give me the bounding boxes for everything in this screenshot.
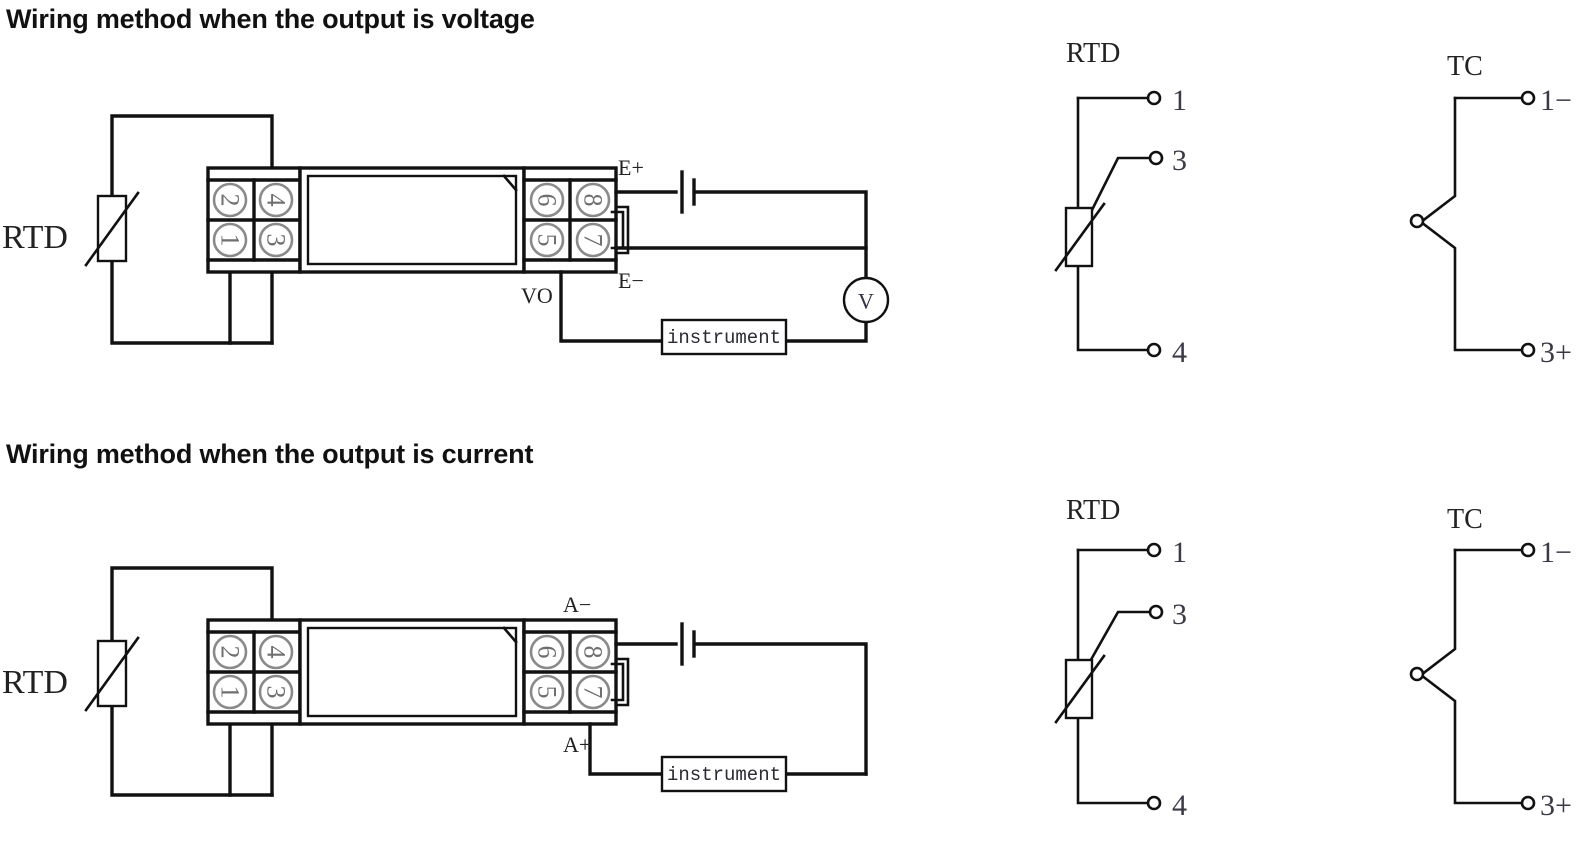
section-title-voltage: Wiring method when the output is voltage <box>6 4 535 34</box>
terminal-6-voltage[interactable]: 6 <box>529 182 565 218</box>
rtd-pin-4-bottom: 4 <box>1172 789 1187 822</box>
terminal-5-number: 5 <box>533 686 562 699</box>
terminal-jumper-current <box>610 657 630 707</box>
rtd-terminal-node-1-top[interactable] <box>1146 90 1162 106</box>
rtd-terminal-node-3-bottom[interactable] <box>1148 604 1164 620</box>
voltmeter-voltage: V <box>842 276 890 324</box>
terminal-1-number: 1 <box>216 234 245 247</box>
rtd-left-wiring-voltage <box>110 114 274 345</box>
supply-positive-label-current: A+ <box>563 732 591 757</box>
terminal-7-number: 7 <box>579 234 608 247</box>
section-title-current: Wiring method when the output is current <box>6 439 534 469</box>
terminal-8-number: 8 <box>579 194 608 207</box>
terminal-1-current[interactable]: 1 <box>212 674 248 710</box>
tc-pin-1-bottom: 1− <box>1540 536 1572 569</box>
tc-junction-node-top[interactable] <box>1409 213 1425 229</box>
terminal-6-number: 6 <box>533 194 562 207</box>
terminal-3-number: 3 <box>262 234 291 247</box>
left-terminal-group-current: 2 4 1 3 <box>212 634 294 710</box>
tc-pin-3-bottom: 3+ <box>1540 789 1572 822</box>
rtd-sensor-diagram-top: RTD 1 3 4 <box>1054 38 1187 369</box>
instrument-label-voltage: instrument <box>667 327 781 349</box>
terminal-7-voltage[interactable]: 7 <box>575 222 611 258</box>
tc-terminal-node-3-top[interactable] <box>1520 342 1536 358</box>
output-wiring-current <box>588 622 868 776</box>
terminal-7-current[interactable]: 7 <box>575 674 611 710</box>
rtd-label-voltage: RTD <box>2 219 68 256</box>
instrument-label-current: instrument <box>667 764 781 786</box>
terminal-4-current[interactable]: 4 <box>258 634 294 670</box>
right-terminal-group-current: 6 8 5 7 <box>529 634 611 710</box>
rtd-terminal-node-3-top[interactable] <box>1148 150 1164 166</box>
rtd-left-wiring-current <box>110 566 274 797</box>
rtd-label-current: RTD <box>2 664 68 701</box>
tc-junction-node-bottom[interactable] <box>1409 666 1425 682</box>
tc-pin-1-top: 1− <box>1540 84 1572 117</box>
instrument-box-voltage: instrument <box>660 318 788 356</box>
tc-sensor-diagram-top: TC 1− 3+ <box>1409 51 1572 369</box>
terminal-5-voltage[interactable]: 5 <box>529 222 565 258</box>
tc-terminal-node-1-bottom[interactable] <box>1520 542 1536 558</box>
tc-sensor-title-top: TC <box>1447 51 1483 82</box>
rtd-pin-4-top: 4 <box>1172 336 1187 369</box>
supply-positive-label-voltage: E+ <box>618 155 644 180</box>
transmitter-body-current <box>206 618 618 726</box>
terminal-2-voltage[interactable]: 2 <box>212 182 248 218</box>
terminal-8-voltage[interactable]: 8 <box>575 182 611 218</box>
rtd-resistor-symbol-current <box>84 636 140 712</box>
section-voltage-diagram: RTD <box>2 114 890 356</box>
terminal-5-current[interactable]: 5 <box>529 674 565 710</box>
rtd-pin-3-bottom: 3 <box>1172 598 1187 631</box>
right-terminal-group-voltage: 6 8 5 7 <box>529 182 611 258</box>
terminal-2-current[interactable]: 2 <box>212 634 248 670</box>
rtd-terminal-node-1-bottom[interactable] <box>1146 542 1162 558</box>
rtd-pin-3-top: 3 <box>1172 144 1187 177</box>
terminal-6-current[interactable]: 6 <box>529 634 565 670</box>
terminal-jumper-voltage <box>610 205 630 255</box>
terminal-5-number: 5 <box>533 234 562 247</box>
rtd-sensor-diagram-bottom: RTD 1 3 4 <box>1054 495 1187 822</box>
transmitter-body-voltage <box>206 166 618 274</box>
terminal-4-number: 4 <box>262 646 291 659</box>
supply-negative-label-voltage: E− <box>618 268 644 293</box>
rtd-terminal-node-4-bottom[interactable] <box>1146 795 1162 811</box>
rtd-terminal-node-4-top[interactable] <box>1146 342 1162 358</box>
terminal-2-number: 2 <box>216 646 245 659</box>
left-terminal-group-voltage: 2 4 1 3 <box>212 182 294 258</box>
rtd-resistor-symbol-voltage <box>84 191 140 267</box>
voltmeter-label: V <box>858 289 874 314</box>
terminal-7-number: 7 <box>579 686 608 699</box>
terminal-3-number: 3 <box>262 686 291 699</box>
terminal-4-voltage[interactable]: 4 <box>258 182 294 218</box>
terminal-8-number: 8 <box>579 646 608 659</box>
terminal-1-voltage[interactable]: 1 <box>212 222 248 258</box>
battery-symbol-voltage <box>680 170 696 214</box>
terminal-2-number: 2 <box>216 194 245 207</box>
terminal-1-number: 1 <box>216 686 245 699</box>
terminal-3-current[interactable]: 3 <box>258 674 294 710</box>
terminal-3-voltage[interactable]: 3 <box>258 222 294 258</box>
tc-terminal-node-3-bottom[interactable] <box>1520 795 1536 811</box>
tc-pin-3-top: 3+ <box>1540 336 1572 369</box>
tc-sensor-diagram-bottom: TC 1− 3+ <box>1409 504 1572 822</box>
rtd-pin-1-top: 1 <box>1172 84 1187 117</box>
output-label-voltage: VO <box>521 283 553 308</box>
rtd-pin-1-bottom: 1 <box>1172 536 1187 569</box>
terminal-4-number: 4 <box>262 194 291 207</box>
instrument-box-current: instrument <box>660 755 788 793</box>
rtd-sensor-title-top: RTD <box>1066 38 1120 69</box>
terminal-6-number: 6 <box>533 646 562 659</box>
tc-terminal-node-1-top[interactable] <box>1520 90 1536 106</box>
section-current-diagram: RTD 2 <box>2 566 868 797</box>
supply-negative-label-current: A− <box>563 592 591 617</box>
tc-sensor-title-bottom: TC <box>1447 504 1483 535</box>
battery-symbol-current <box>680 622 696 666</box>
rtd-sensor-title-bottom: RTD <box>1066 495 1120 526</box>
terminal-8-current[interactable]: 8 <box>575 634 611 670</box>
